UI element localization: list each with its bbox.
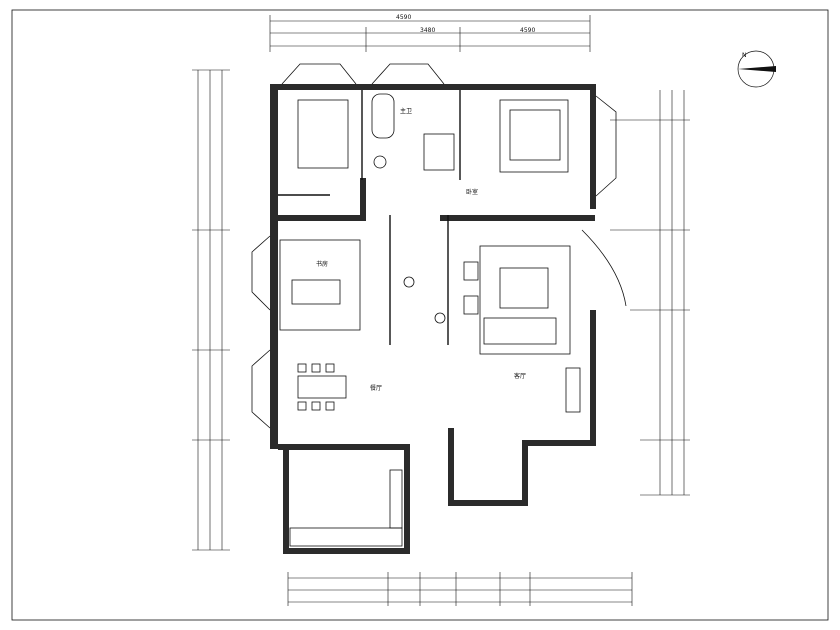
- top-dimension-lines: 4590 3480 4590: [269, 14, 591, 52]
- bottom-dimension-lines: [287, 572, 633, 606]
- master-bath-label: 主卫: [400, 107, 412, 115]
- living-room-furniture: [463, 229, 627, 413]
- exterior-walls: [270, 84, 596, 554]
- left-dimension-lines: [192, 69, 230, 551]
- study-furniture: [279, 239, 361, 331]
- master-bedroom-furniture: [297, 99, 569, 173]
- dining-table: [297, 363, 347, 411]
- bedroom2-label: 卧室: [466, 188, 478, 196]
- top-segment-2: 4590: [520, 27, 535, 34]
- north-arrow: N: [737, 50, 776, 88]
- interior-partitions: [278, 90, 461, 345]
- dining-label: 餐厅: [370, 384, 382, 392]
- top-segment-1: 3480: [420, 27, 435, 34]
- top-overall-dimension: 4590: [396, 14, 411, 21]
- sheet-border: [11, 9, 829, 621]
- study-label: 书房: [316, 260, 328, 268]
- bay-windows: [251, 63, 617, 429]
- room-labels: 主卫 书房 卧室 餐厅 客厅: [316, 107, 526, 392]
- living-label: 客厅: [514, 372, 526, 380]
- north-arrow-label: N: [742, 52, 747, 59]
- bathroom-fixtures: [371, 93, 455, 324]
- kitchen-counter: [289, 469, 403, 547]
- right-dimension-lines: [610, 90, 690, 496]
